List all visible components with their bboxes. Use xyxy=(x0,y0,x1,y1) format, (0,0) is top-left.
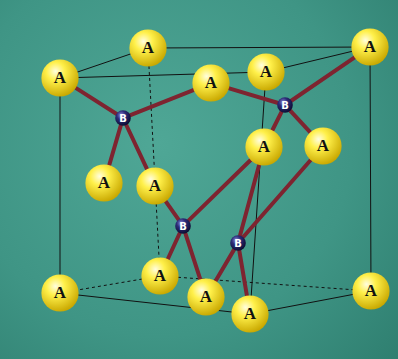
bond-line xyxy=(292,58,355,101)
atom-sphere-small: B xyxy=(175,218,191,234)
atom-sphere-small: B xyxy=(115,110,131,126)
bond-line xyxy=(272,112,281,130)
atom-sphere-large: A xyxy=(41,59,79,97)
bond-line xyxy=(229,88,277,102)
atom-sphere-large: A xyxy=(192,64,230,102)
bond-line xyxy=(130,90,193,115)
atom-sphere-large: A xyxy=(351,28,389,66)
bond-line xyxy=(243,160,310,237)
atom-label: A xyxy=(231,295,269,333)
atom-label: A xyxy=(141,257,179,295)
atom-label: A xyxy=(192,64,230,102)
atom-sphere-large: A xyxy=(231,295,269,333)
bond-line xyxy=(126,125,147,169)
bond-line xyxy=(168,233,180,258)
atom-sphere-large: A xyxy=(187,278,225,316)
atom-label: A xyxy=(129,29,167,67)
bond-line xyxy=(290,111,310,132)
atom-label: A xyxy=(136,167,174,205)
atom-sphere-large: A xyxy=(304,127,342,165)
atom-label: A xyxy=(245,128,283,166)
bond-line xyxy=(185,234,200,279)
atom-label: A xyxy=(187,278,225,316)
atom-label: B xyxy=(175,218,191,234)
bond-line xyxy=(76,88,116,114)
atom-sphere-large: A xyxy=(247,53,285,91)
atom-label: A xyxy=(304,127,342,165)
bond-line xyxy=(240,165,259,235)
atom-label: A xyxy=(351,28,389,66)
atom-sphere-large: A xyxy=(352,272,390,310)
atom-sphere-large: A xyxy=(141,257,179,295)
bond-line xyxy=(109,126,120,165)
bond-line xyxy=(216,250,234,281)
atom-sphere-large: A xyxy=(129,29,167,67)
atom-sphere-large: A xyxy=(41,274,79,312)
bond-line xyxy=(166,202,179,220)
atom-label: A xyxy=(41,59,79,97)
atom-label: A xyxy=(85,164,123,202)
atom-label: A xyxy=(352,272,390,310)
atom-sphere-large: A xyxy=(85,164,123,202)
atom-label: A xyxy=(41,274,79,312)
atom-label: B xyxy=(115,110,131,126)
atom-sphere-large: A xyxy=(245,128,283,166)
atom-label: B xyxy=(277,97,293,113)
atom-sphere-large: A xyxy=(136,167,174,205)
atom-label: B xyxy=(230,235,246,251)
atom-sphere-small: B xyxy=(230,235,246,251)
atom-sphere-small: B xyxy=(277,97,293,113)
atom-label: A xyxy=(247,53,285,91)
bond-line xyxy=(189,160,251,220)
bond-line xyxy=(239,251,247,295)
